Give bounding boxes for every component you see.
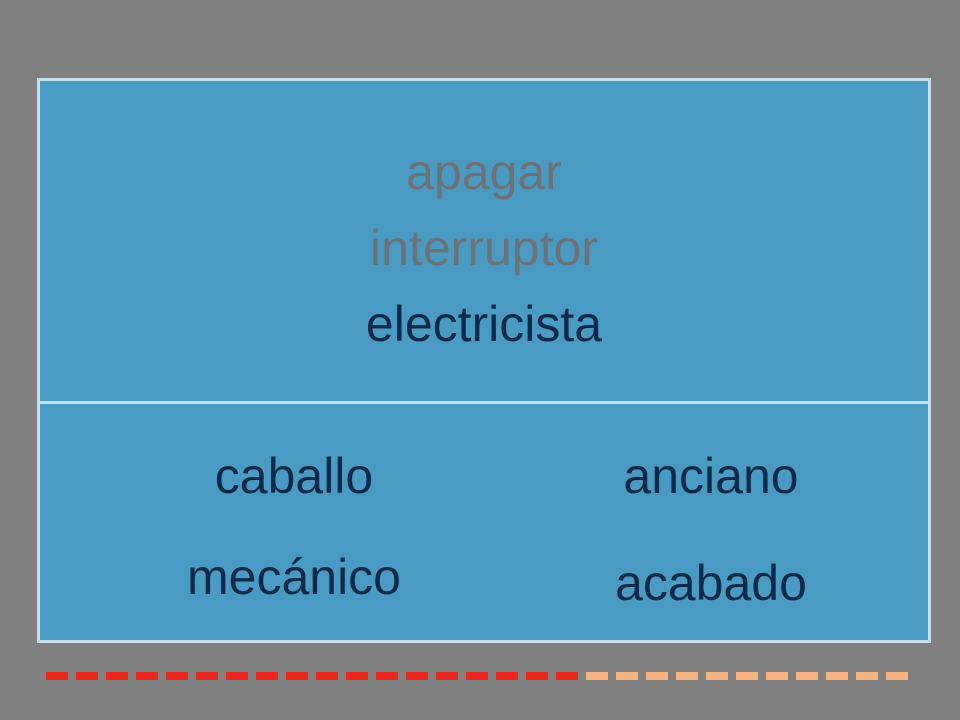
answer-option-4[interactable]: acabado — [615, 555, 807, 611]
progress-dash-complete — [106, 672, 128, 680]
progress-bar — [46, 672, 920, 680]
question-word-2: interruptor — [370, 220, 598, 276]
card-divider — [40, 401, 928, 404]
progress-dash-complete — [226, 672, 248, 680]
answer-option-1[interactable]: caballo — [214, 448, 374, 504]
progress-dash-complete — [496, 672, 518, 680]
progress-dash-remaining — [766, 672, 788, 680]
progress-dash-remaining — [706, 672, 728, 680]
progress-dash-remaining — [796, 672, 818, 680]
progress-dash-complete — [256, 672, 278, 680]
answer-option-2[interactable]: anciano — [623, 448, 799, 504]
progress-dash-remaining — [676, 672, 698, 680]
progress-dash-remaining — [886, 672, 908, 680]
progress-dash-remaining — [586, 672, 608, 680]
progress-dash-complete — [76, 672, 98, 680]
progress-dash-complete — [196, 672, 218, 680]
progress-dash-complete — [376, 672, 398, 680]
progress-dash-complete — [316, 672, 338, 680]
progress-dash-remaining — [616, 672, 638, 680]
question-word-3: electricista — [365, 296, 603, 352]
progress-dash-remaining — [826, 672, 848, 680]
question-area: apagar interruptor electricista — [40, 81, 928, 401]
progress-dash-complete — [136, 672, 158, 680]
question-word-1: apagar — [406, 144, 562, 200]
progress-dash-complete — [466, 672, 488, 680]
progress-dash-complete — [166, 672, 188, 680]
progress-dash-complete — [346, 672, 368, 680]
progress-dash-complete — [286, 672, 308, 680]
progress-dash-complete — [556, 672, 578, 680]
progress-dash-complete — [526, 672, 548, 680]
progress-dash-remaining — [646, 672, 668, 680]
progress-dash-remaining — [736, 672, 758, 680]
progress-dash-complete — [406, 672, 428, 680]
progress-dash-complete — [436, 672, 458, 680]
progress-dash-complete — [46, 672, 68, 680]
quiz-card: apagar interruptor electricista caballo … — [37, 78, 931, 643]
progress-dash-remaining — [856, 672, 878, 680]
answer-option-3[interactable]: mecánico — [187, 549, 401, 605]
progress-dashes — [46, 672, 908, 680]
